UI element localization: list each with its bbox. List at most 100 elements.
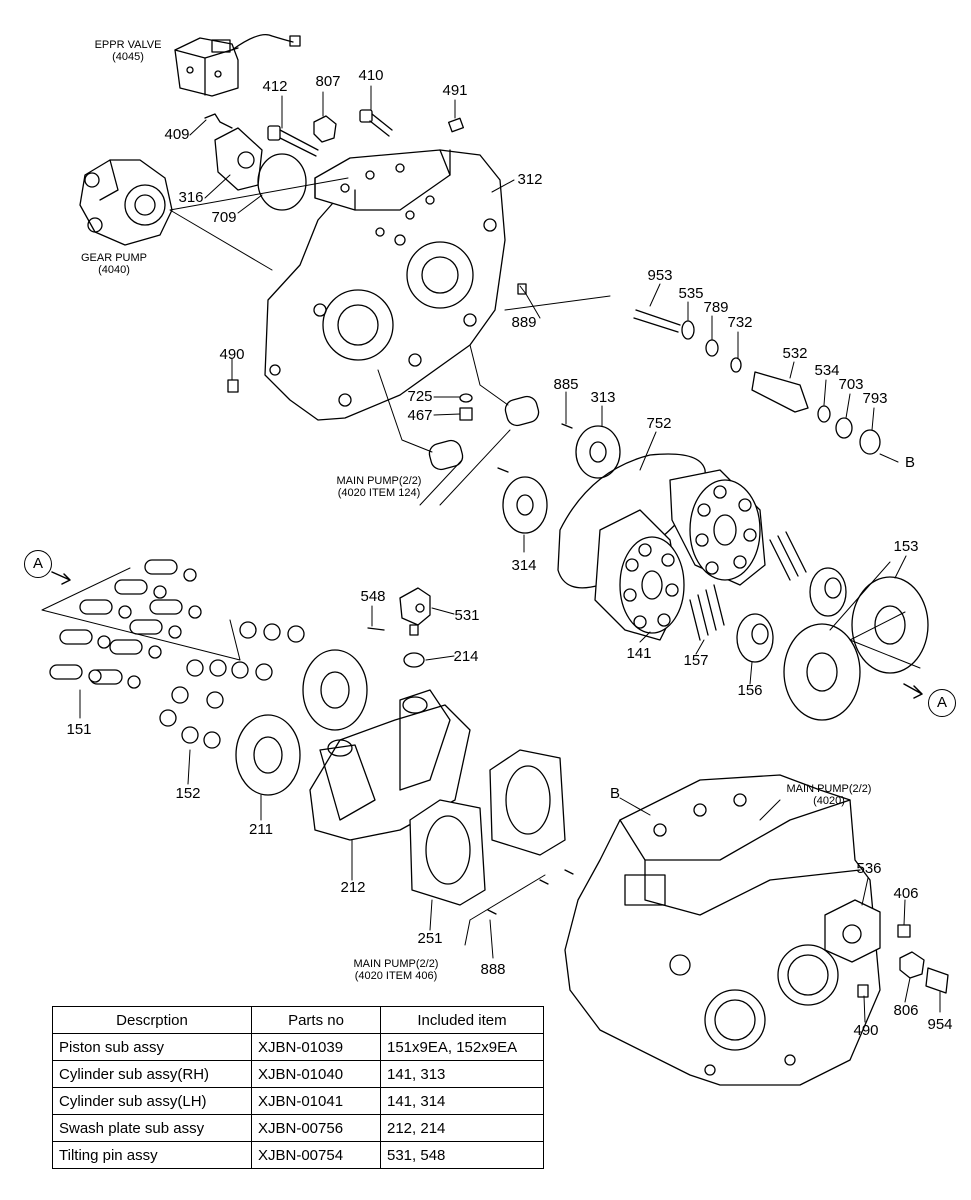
callout-752: 752 (646, 415, 672, 432)
leader-lines (41, 85, 941, 1023)
bolt-412-part (267, 125, 319, 157)
washer-535-part (681, 320, 695, 340)
bearing-right-part (504, 395, 540, 427)
bush-214-part (403, 652, 425, 668)
caption-eppr-name: EPPR VALVE (94, 39, 162, 51)
callout-412: 412 (262, 78, 288, 95)
callout-491: 491 (442, 82, 468, 99)
callout-885: 885 (553, 376, 579, 393)
plug-532-part (751, 371, 809, 413)
callout-953: 953 (647, 267, 673, 284)
cell-included-item: 141, 314 (380, 1087, 544, 1115)
block-536-part (824, 899, 881, 963)
valve-plate-313-part (575, 425, 621, 479)
callout-314: 314 (511, 557, 537, 574)
header-parts-no: Parts no (251, 1006, 381, 1034)
table-header-row: Descrption Parts no Included item (52, 1006, 544, 1034)
shoe-plate-211-part (235, 649, 368, 796)
pin-885-part (497, 423, 573, 473)
o-ring-703-part (835, 417, 853, 439)
table-row: Tilting pin assy XJBN-00754 531, 548 (52, 1141, 544, 1169)
stud-954-part (925, 967, 949, 994)
gear-pump-part (79, 159, 173, 246)
callout-212: 212 (340, 879, 366, 896)
o-ring-789-part (705, 339, 719, 357)
caption-mp406-name: MAIN PUMP(2/2) (353, 958, 439, 970)
callout-531: 531 (454, 607, 480, 624)
support-251-part (409, 799, 486, 906)
cell-parts-no: XJBN-01041 (251, 1087, 381, 1115)
callout-490-bottom: 490 (853, 1022, 879, 1039)
pistons-151-part (49, 559, 202, 689)
nut-806-part (899, 951, 925, 979)
callout-954: 954 (927, 1016, 953, 1033)
cell-parts-no: XJBN-01040 (251, 1060, 381, 1088)
bush-upper-part (809, 567, 847, 617)
table-row: Swash plate sub assy XJBN-00756 212, 214 (52, 1114, 544, 1142)
callout-152: 152 (175, 785, 201, 802)
callout-141: 141 (626, 645, 652, 662)
arrow-a-left-icon (51, 571, 71, 585)
callout-312: 312 (517, 171, 543, 188)
cell-included-item: 151x9EA, 152x9EA (380, 1033, 544, 1061)
header-included-item: Included item (380, 1006, 544, 1034)
callout-467: 467 (407, 407, 433, 424)
callout-406: 406 (893, 885, 919, 902)
callout-548: 548 (360, 588, 386, 605)
main-pump-body-part (564, 774, 881, 1086)
marker-a-left: A (24, 550, 52, 578)
shoes-152-part (159, 621, 305, 749)
o-ring-732-part (730, 357, 742, 373)
nut-807-part (313, 115, 337, 143)
tilting-pin-531-part (399, 587, 431, 636)
spherical-bush-156-part (736, 613, 774, 663)
callout-153: 153 (893, 538, 919, 555)
callout-709: 709 (211, 209, 237, 226)
o-ring-793-part (859, 429, 881, 455)
o-ring-709-part (257, 153, 307, 211)
caption-mp124-name: MAIN PUMP(2/2) (336, 475, 422, 487)
table-row: Cylinder sub assy(RH) XJBN-01040 141, 31… (52, 1060, 544, 1088)
eppr-valve-part (174, 33, 301, 97)
callout-789: 789 (703, 299, 729, 316)
callout-793: 793 (862, 390, 888, 407)
pin-889-part (517, 283, 527, 295)
bolt-410-part (359, 109, 393, 137)
caption-gear-pump: GEAR PUMP (4040) (81, 252, 147, 276)
caption-eppr-ref: (4045) (112, 51, 144, 63)
callout-889: 889 (511, 314, 537, 331)
callout-536: 536 (856, 860, 882, 877)
header-description: Descrption (52, 1006, 252, 1034)
o-ring-725-part (459, 393, 473, 403)
callout-490-top: 490 (219, 346, 245, 363)
callout-211: 211 (249, 821, 273, 838)
cover-316-part (214, 127, 263, 191)
cylinder-block-left-part (594, 509, 685, 641)
cell-description: Swash plate sub assy (52, 1114, 252, 1142)
callout-725: 725 (407, 388, 433, 405)
caption-main-pump-124: MAIN PUMP(2/2) (4020 ITEM 124) (337, 475, 422, 499)
cell-parts-no: XJBN-00756 (251, 1114, 381, 1142)
callout-313: 313 (590, 389, 616, 406)
cell-parts-no: XJBN-00754 (251, 1141, 381, 1169)
callout-806: 806 (893, 1002, 919, 1019)
caption-mp406-ref: (4020 ITEM 406) (354, 970, 438, 982)
port-block-part (264, 149, 506, 421)
bearing-left-part (428, 439, 464, 471)
caption-mp-ref: (4020) (813, 795, 845, 807)
callout-157: 157 (683, 652, 709, 669)
pin-548-part (367, 627, 385, 631)
set-plate-153-part (783, 576, 929, 721)
sub-assembly-table: Descrption Parts no Included item Piston… (52, 1006, 544, 1169)
cell-included-item: 212, 214 (380, 1114, 544, 1142)
caption-mp-name: MAIN PUMP(2/2) (786, 783, 872, 795)
callout-251: 251 (417, 930, 443, 947)
caption-mp124-ref: (4020 ITEM 124) (337, 487, 421, 499)
cell-included-item: 141, 313 (380, 1060, 544, 1088)
caption-main-pump: MAIN PUMP(2/2) (4020) (787, 783, 872, 807)
marker-b-right: B (904, 454, 916, 471)
cell-included-item: 531, 548 (380, 1141, 544, 1169)
plug-406-part (897, 924, 911, 938)
